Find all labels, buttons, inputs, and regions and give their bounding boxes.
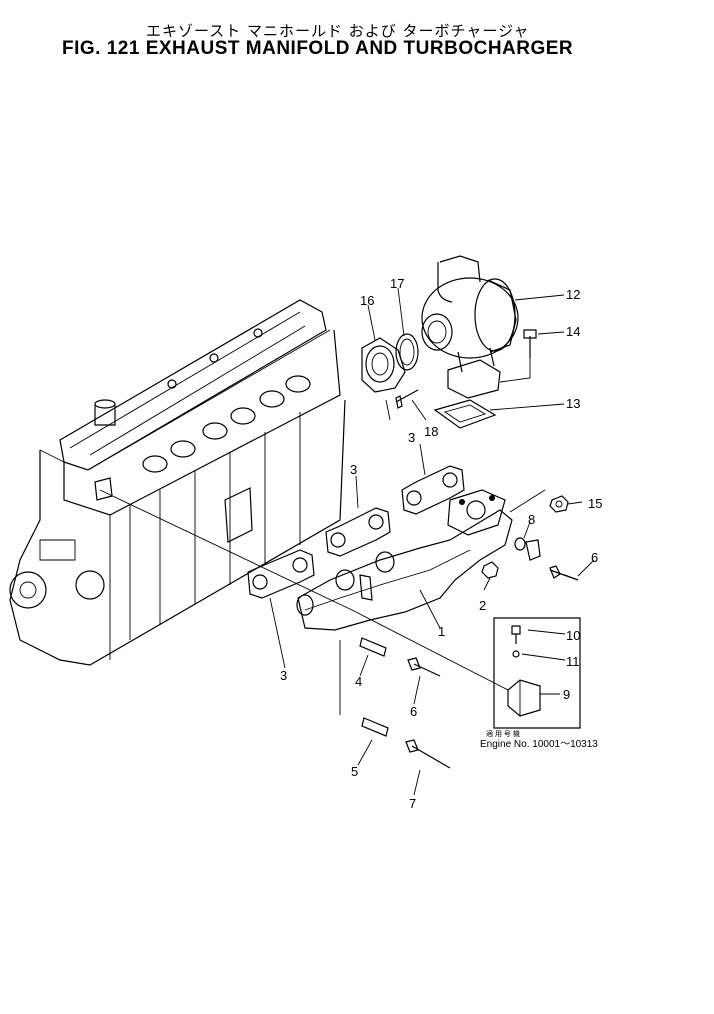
callout-7: 7 bbox=[409, 796, 416, 811]
nut-15 bbox=[549, 495, 569, 513]
callout-6-lower: 6 bbox=[410, 704, 417, 719]
inset-box bbox=[493, 617, 581, 729]
gasket-middle bbox=[325, 507, 391, 557]
seal-ring bbox=[395, 333, 419, 371]
nut-2 bbox=[481, 561, 499, 579]
figure-title: FIG. 121 EXHAUST MANIFOLD AND TURBOCHARG… bbox=[62, 38, 574, 59]
callout-16: 16 bbox=[360, 293, 374, 308]
callout-14: 14 bbox=[566, 324, 580, 339]
callout-5: 5 bbox=[351, 764, 358, 779]
callout-10: 10 bbox=[566, 628, 580, 643]
leader-lines bbox=[99, 287, 595, 796]
inset-note-japanese: 適 用 号 機 bbox=[486, 729, 520, 738]
engine-block bbox=[9, 299, 346, 666]
callout-3-upper: 3 bbox=[408, 430, 415, 445]
callout-8: 8 bbox=[528, 512, 535, 527]
bolt-6-upper bbox=[549, 565, 579, 581]
gasket-lower-left bbox=[247, 549, 315, 599]
callout-15: 15 bbox=[588, 496, 602, 511]
callout-13: 13 bbox=[566, 396, 580, 411]
callout-4: 4 bbox=[355, 674, 362, 689]
figure-title-japanese: エキゾースト マニホールド および ターボチャージャ bbox=[146, 22, 530, 40]
stud-4 bbox=[359, 637, 387, 657]
callout-2: 2 bbox=[479, 598, 486, 613]
callout-6-upper: 6 bbox=[591, 550, 598, 565]
callout-3-middle: 3 bbox=[350, 462, 357, 477]
callout-11: 11 bbox=[566, 654, 580, 669]
callout-3-lower: 3 bbox=[280, 668, 287, 683]
exhaust-manifold bbox=[296, 489, 513, 631]
callout-17: 17 bbox=[390, 276, 404, 291]
callout-labels: 1 2 3 3 3 4 5 6 6 7 8 9 10 11 12 13 14 1… bbox=[280, 276, 602, 811]
inset-note-engine-range: Engine No. 10001～10313 bbox=[480, 739, 598, 750]
callout-1: 1 bbox=[438, 624, 445, 639]
bolt-7 bbox=[405, 739, 451, 769]
turbo-gasket bbox=[433, 399, 497, 429]
washer-8 bbox=[514, 537, 541, 561]
outlet-elbow bbox=[361, 337, 406, 393]
callout-12: 12 bbox=[566, 287, 580, 302]
bolt-18 bbox=[395, 389, 419, 409]
callout-9: 9 bbox=[563, 687, 570, 702]
gasket-upper bbox=[401, 465, 465, 515]
bolt-6-lower bbox=[407, 657, 441, 677]
callout-18: 18 bbox=[424, 424, 438, 439]
bolt-14 bbox=[523, 329, 537, 358]
turbocharger bbox=[421, 255, 519, 399]
stud-5 bbox=[361, 717, 389, 737]
